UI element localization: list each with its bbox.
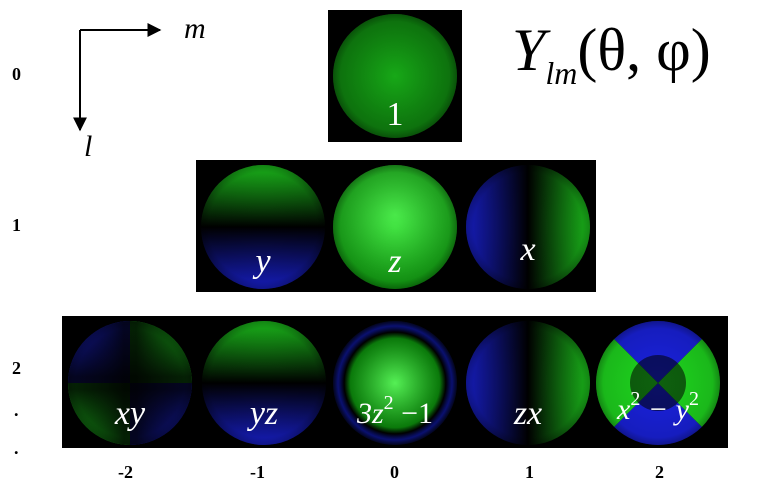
m-axis-label: m xyxy=(184,12,206,45)
harmonic-function-label: 1 xyxy=(386,96,404,133)
spherical-harmonic-title: Ylm(θ, φ) xyxy=(512,20,711,89)
harmonic-cell-l2-m-2: xy xyxy=(66,319,194,447)
harmonic-function-label: yz xyxy=(249,395,279,432)
harmonic-cell-l1-m-1: y xyxy=(199,163,327,291)
harmonic-function-label: xy xyxy=(114,395,146,432)
harmonic-cell-l2-m-1: yz xyxy=(200,319,328,447)
harmonic-function-label: zx xyxy=(513,395,543,432)
harmonic-cell-l2-m1: zx xyxy=(464,319,592,447)
harmonic-cell-l2-m0: 3z2 −1 xyxy=(331,319,459,447)
m-tick: -1 xyxy=(250,462,265,482)
harmonic-cell-l2-m2: x2 − y2 xyxy=(594,319,722,447)
title-subscript: lm xyxy=(545,55,578,91)
row-label-dot-2: . xyxy=(14,438,19,458)
row-label-l0: 0 xyxy=(12,64,21,84)
harmonic-cell-l1-m0: z xyxy=(331,163,459,291)
l-axis-label: l xyxy=(84,130,93,163)
m-tick: 1 xyxy=(525,462,534,482)
harmonic-function-label: x xyxy=(520,231,536,268)
m-tick: 0 xyxy=(390,462,399,482)
harmonic-function-label: y xyxy=(255,243,271,280)
row-label-dot-1: . xyxy=(14,400,19,420)
harmonic-function-label: z xyxy=(388,243,402,280)
harmonic-function-label: 3z2 −1 xyxy=(356,392,434,430)
row-label-l2: 2 xyxy=(12,358,21,378)
harmonic-cell-l1-m1: x xyxy=(464,163,592,291)
row-label-l1: 1 xyxy=(12,215,21,235)
m-tick: 2 xyxy=(655,462,664,482)
title-base: Y xyxy=(512,17,546,83)
harmonic-function-label: x2 − y2 xyxy=(617,388,699,426)
title-args: (θ, φ) xyxy=(577,17,711,83)
m-tick: -2 xyxy=(118,462,133,482)
harmonic-cell-l0-m0: 1 xyxy=(331,12,459,140)
